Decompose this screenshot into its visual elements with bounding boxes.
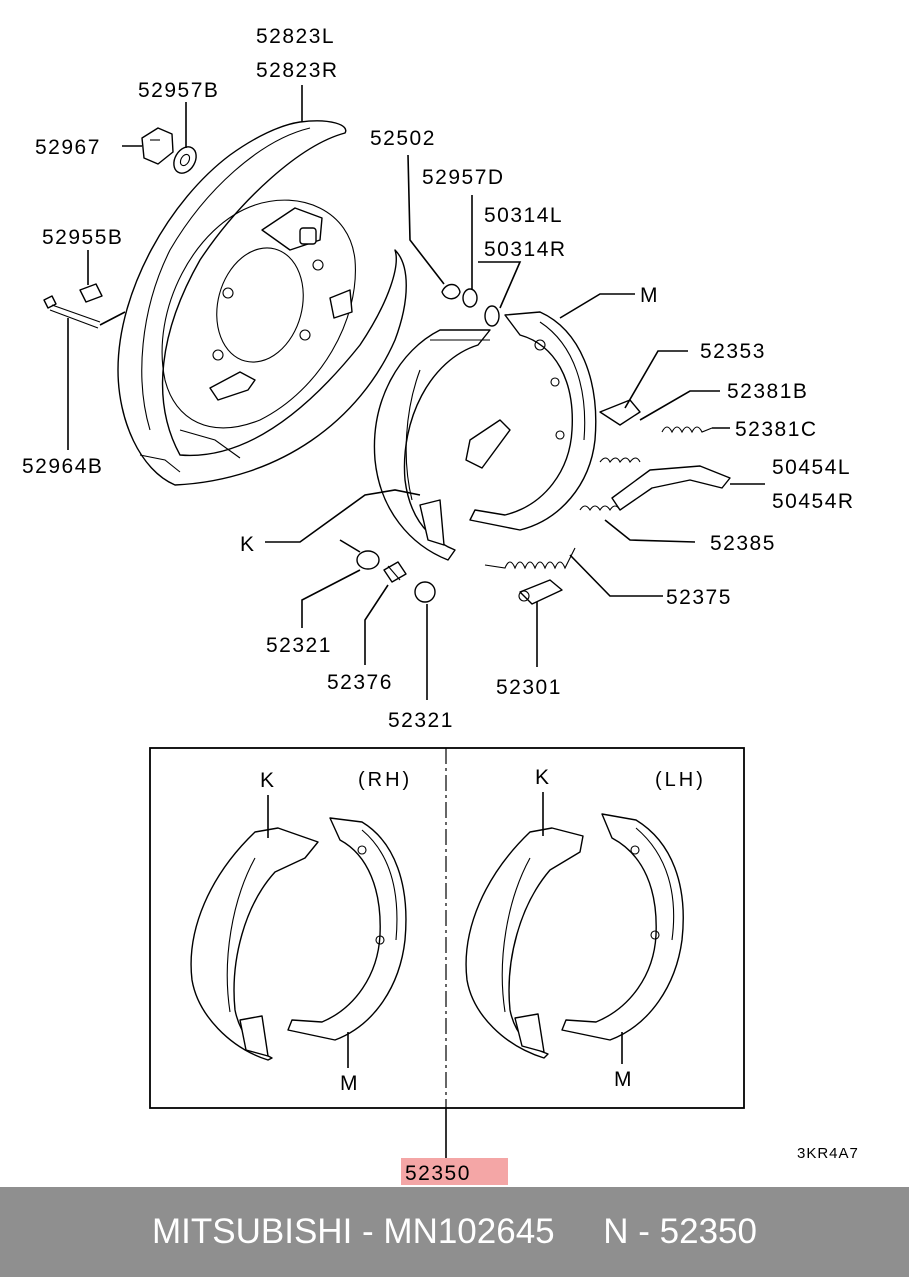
label-52381C: 52381C bbox=[735, 418, 818, 441]
label-52502: 52502 bbox=[370, 127, 436, 150]
part-labels: 52823L 52823R 52957B 52967 52955B 52964B… bbox=[22, 25, 855, 732]
label-50454R: 50454R bbox=[772, 490, 855, 513]
footer-bar: MITSUBISHI - MN102645 N - 52350 bbox=[0, 1187, 909, 1277]
bolt-52964B bbox=[43, 295, 101, 329]
label-m-rh: M bbox=[340, 1072, 359, 1095]
label-52957B: 52957B bbox=[138, 79, 219, 102]
label-52381B: 52381B bbox=[727, 380, 808, 403]
label-50314R: 50314R bbox=[484, 238, 567, 261]
label-lh: (LH) bbox=[655, 769, 706, 791]
label-m-lh: M bbox=[614, 1068, 633, 1091]
assembly-box: (RH) (LH) K M K M 52350 bbox=[149, 747, 745, 1185]
label-52823R: 52823R bbox=[256, 59, 339, 82]
label-52350: 52350 bbox=[405, 1162, 471, 1185]
label-52376: 52376 bbox=[327, 671, 393, 694]
parts-diagram: 52823L 52823R 52957B 52967 52955B 52964B… bbox=[22, 25, 859, 1185]
label-52955B: 52955B bbox=[42, 226, 123, 249]
spring-52381B bbox=[599, 457, 641, 464]
label-rh: (RH) bbox=[358, 769, 412, 791]
spring-52385 bbox=[579, 505, 621, 512]
pin-50314 bbox=[484, 305, 500, 327]
plate-52353 bbox=[599, 399, 641, 426]
washer-52502 bbox=[441, 283, 461, 300]
label-k-top: K bbox=[240, 533, 256, 556]
strut-50454 bbox=[611, 465, 731, 511]
label-52375: 52375 bbox=[666, 586, 732, 609]
label-k-lh: K bbox=[535, 766, 551, 789]
spring-52376 bbox=[383, 561, 407, 583]
nut-52967 bbox=[141, 127, 174, 165]
rh-shoe-set-drawing bbox=[190, 817, 407, 1061]
label-50314L: 50314L bbox=[484, 204, 563, 227]
part-number-highlight bbox=[401, 1158, 508, 1185]
brake-shoe-k-drawing bbox=[373, 329, 491, 561]
washer-52957B bbox=[173, 146, 197, 174]
cup-52321b bbox=[414, 581, 436, 603]
spring-52381C bbox=[661, 426, 713, 434]
label-52957D: 52957D bbox=[422, 166, 505, 189]
leader-lines bbox=[67, 85, 765, 700]
lh-shoe-set-drawing bbox=[465, 813, 684, 1059]
assembly-box-frame bbox=[149, 747, 745, 1109]
label-52823L: 52823L bbox=[256, 25, 335, 48]
diagram-code: 3KR4A7 bbox=[797, 1145, 859, 1162]
label-50454L: 50454L bbox=[772, 456, 851, 479]
label-52321b: 52321 bbox=[388, 709, 454, 732]
adjuster-52301 bbox=[518, 579, 563, 605]
cup-52321a bbox=[356, 550, 380, 570]
label-k-rh: K bbox=[260, 769, 276, 792]
footer-text: MITSUBISHI - MN102645 N - 52350 bbox=[152, 1212, 757, 1251]
label-52353: 52353 bbox=[700, 340, 766, 363]
clip-52955B bbox=[79, 283, 103, 303]
label-m-top: M bbox=[640, 284, 659, 307]
brake-shoe-m-drawing bbox=[465, 311, 597, 531]
label-52321a: 52321 bbox=[266, 634, 332, 657]
label-52964B: 52964B bbox=[22, 455, 103, 478]
label-52385: 52385 bbox=[710, 532, 776, 555]
spring-52375 bbox=[484, 547, 576, 570]
backing-plate-drawing bbox=[117, 120, 407, 486]
label-52301: 52301 bbox=[496, 676, 562, 699]
washer-52957D bbox=[462, 288, 478, 308]
label-52967: 52967 bbox=[35, 136, 101, 159]
